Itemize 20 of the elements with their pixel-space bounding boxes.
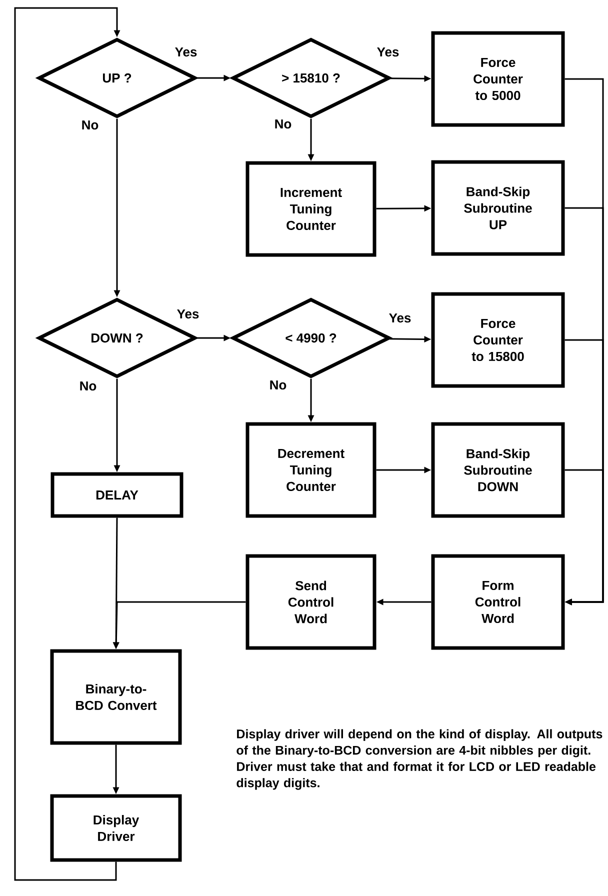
edge-label: No [78,380,98,392]
arrow [14,7,120,881]
process-box: Increment Tuning Counter [246,161,376,257]
process-box: Send Control Word [246,554,376,650]
process-box: Display Driver [50,794,182,862]
process-box: DELAY [50,472,184,518]
process-box: Binary-to-BCD Convert [50,649,182,745]
process-box: Band-Skip Subroutine DOWN [431,422,565,518]
edge-label: Yes [176,308,200,320]
edge-label: No [80,119,100,131]
edge-label: No [273,118,293,130]
arrow [564,469,604,606]
note-text: Display driver will depend on the kind of display. All outputs of the Binary-to-BCD conversion are 4-bit nibbles per digit. Driver must take that and format it for LCD or LED readable display digits. [236,729,602,790]
edge-label: Yes [174,46,198,58]
process-box: Form Control Word [431,554,565,650]
process-box: Decrement Tuning Counter [246,422,376,518]
process-box: Force Counter to 15800 [431,292,565,388]
process-box: Force Counter to 5000 [431,31,565,127]
edge-label: No [268,379,288,391]
process-box: Band-Skip Subroutine UP [431,160,565,256]
